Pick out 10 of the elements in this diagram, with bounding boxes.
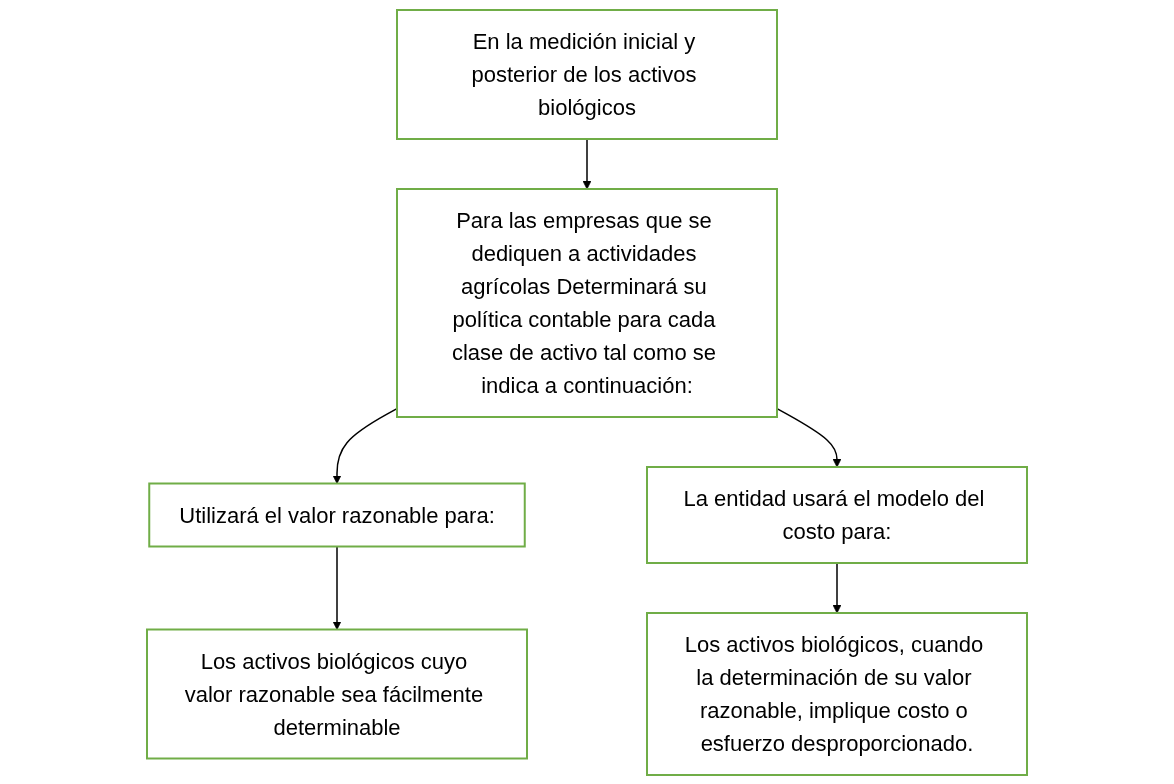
node-box: Los activos biológicos, cuando la determinación de su valor razonable, implique costo o esfuerzo desproporcionado. [646, 611, 1028, 776]
arrow [582, 137, 592, 189]
node-box: Los activos biológicos cuyo valor razonable sea fácilmente determinable [146, 628, 528, 759]
arrow [832, 561, 842, 613]
arrow [332, 407, 398, 484]
node-box: Utilizará el valor razonable para: [148, 482, 526, 547]
node-box: En la medición inicial y posterior de los activos biológicos [396, 8, 778, 140]
node-box: Para las empresas que se dediquen a actividades agrícolas Determinará su política contable para cada clase de activo tal como se indica a continuación: [396, 187, 778, 418]
node-box: La entidad usará el modelo del costo para: [646, 465, 1028, 564]
arrow [332, 545, 342, 630]
